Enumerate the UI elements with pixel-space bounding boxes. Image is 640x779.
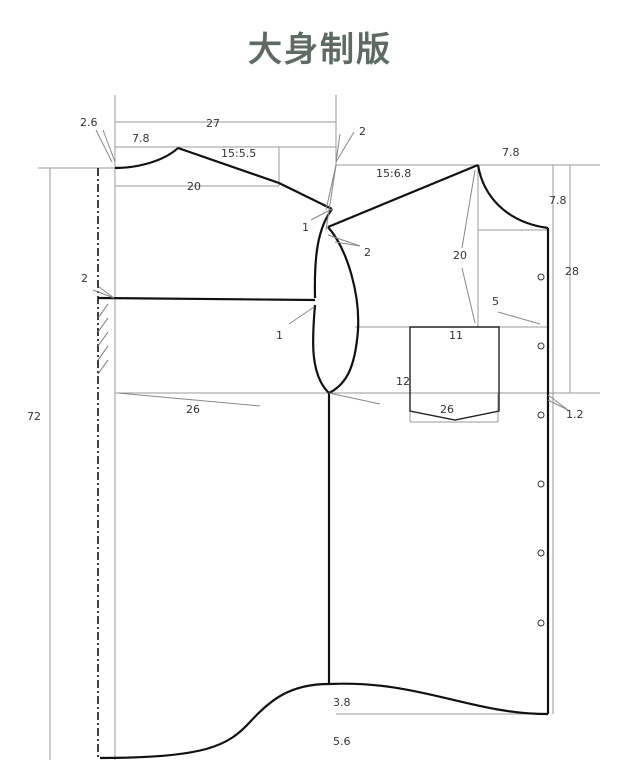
dim-back-shoulder: 15:5.5 xyxy=(221,147,256,160)
dim-pocket-width: 11 xyxy=(449,329,463,342)
fold-hatch xyxy=(97,303,109,375)
dim-back-armhole-b: 2 xyxy=(364,246,371,259)
dim-pocket-height: 12 xyxy=(396,375,410,388)
leader-lines xyxy=(92,129,569,411)
dim-back-shoulder-drop: 2 xyxy=(359,125,366,138)
dim-total-length: 72 xyxy=(27,410,41,423)
pattern-outlines xyxy=(97,146,550,760)
dim-pocket-offset: 5 xyxy=(492,295,499,308)
dim-front-neck-depth: 7.8 xyxy=(549,194,567,207)
dim-back-yoke: 2 xyxy=(81,272,88,285)
dim-back-armhole-a: 1 xyxy=(302,221,309,234)
dim-back-armhole-c: 1 xyxy=(276,329,283,342)
dim-left-edge: 2.6 xyxy=(80,116,98,129)
dim-hem-rise: 3.8 xyxy=(333,696,351,709)
dim-back-neck-width: 7.8 xyxy=(132,132,150,145)
dim-hem-drop: 5.6 xyxy=(333,735,351,748)
dim-total-width: 27 xyxy=(206,117,220,130)
dim-back-chest: 26 xyxy=(186,403,200,416)
dim-back-shoulder-width: 20 xyxy=(187,180,201,193)
dim-front-chest: 26 xyxy=(440,403,454,416)
button-markers xyxy=(537,273,545,627)
dimension-labels: 27 2.6 7.8 15:5.5 2 20 15:6.8 7.8 7.8 1 … xyxy=(27,116,584,748)
page-title: 大身制版 xyxy=(248,30,392,70)
dim-front-shoulder: 15:6.8 xyxy=(376,167,411,180)
construction-lines xyxy=(38,95,600,760)
dim-front-length-upper: 28 xyxy=(565,265,579,278)
dim-front-neck-width: 7.8 xyxy=(502,146,520,159)
dim-front-armhole-depth: 20 xyxy=(453,249,467,262)
dim-placket: 1.2 xyxy=(566,408,584,421)
